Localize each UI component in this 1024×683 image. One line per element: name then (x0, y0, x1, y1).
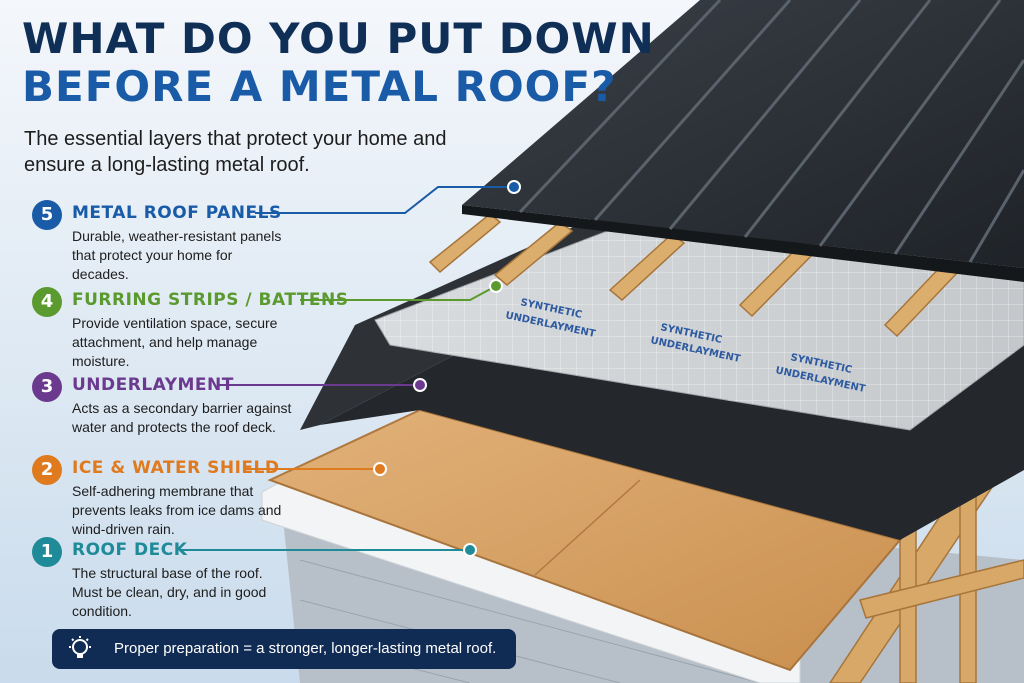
layer-number-badge: 5 (32, 200, 62, 230)
metal-roof-panels (462, 0, 1024, 268)
layer-title: ICE & WATER SHIELD (72, 458, 280, 478)
callout-leaders (180, 186, 514, 551)
tip-text: Proper preparation = a stronger, longer-… (114, 640, 497, 657)
standing-seams (518, 0, 1024, 263)
layer-description: Acts as a secondary barrier against wate… (72, 400, 292, 435)
layer-title: UNDERLAYMENT (72, 375, 234, 395)
layer-title: ROOF DECK (72, 540, 188, 560)
layer-description: The structural base of the roof. Must be… (72, 565, 267, 619)
layer-description: Provide ventilation space, secure attach… (72, 315, 278, 369)
lightbulb-icon (69, 636, 91, 658)
page-title-line1: WHAT DO YOU PUT DOWN (22, 14, 655, 63)
metal-roof-edge (462, 205, 1024, 282)
page-title-line2: BEFORE A METAL ROOF? (22, 62, 617, 111)
layer-number-badge: 4 (32, 287, 62, 317)
layer-number-badge: 2 (32, 455, 62, 485)
page-subtitle: The essential layers that protect your h… (24, 128, 447, 176)
layer-description: Self-adhering membrane that prevents lea… (72, 483, 282, 537)
underlayment-grid (375, 230, 1024, 430)
callout-dots (373, 180, 521, 557)
layer-description: Durable, weather-resistant panels that p… (72, 228, 282, 282)
layer-title: FURRING STRIPS / BATTENS (72, 290, 349, 310)
layer-number-badge: 3 (32, 372, 62, 402)
layer-number-badge: 1 (32, 537, 62, 567)
furring-strips (428, 213, 960, 338)
tip-banner: Proper preparation = a stronger, longer-… (52, 629, 516, 669)
layer-title: METAL ROOF PANELS (72, 203, 282, 223)
